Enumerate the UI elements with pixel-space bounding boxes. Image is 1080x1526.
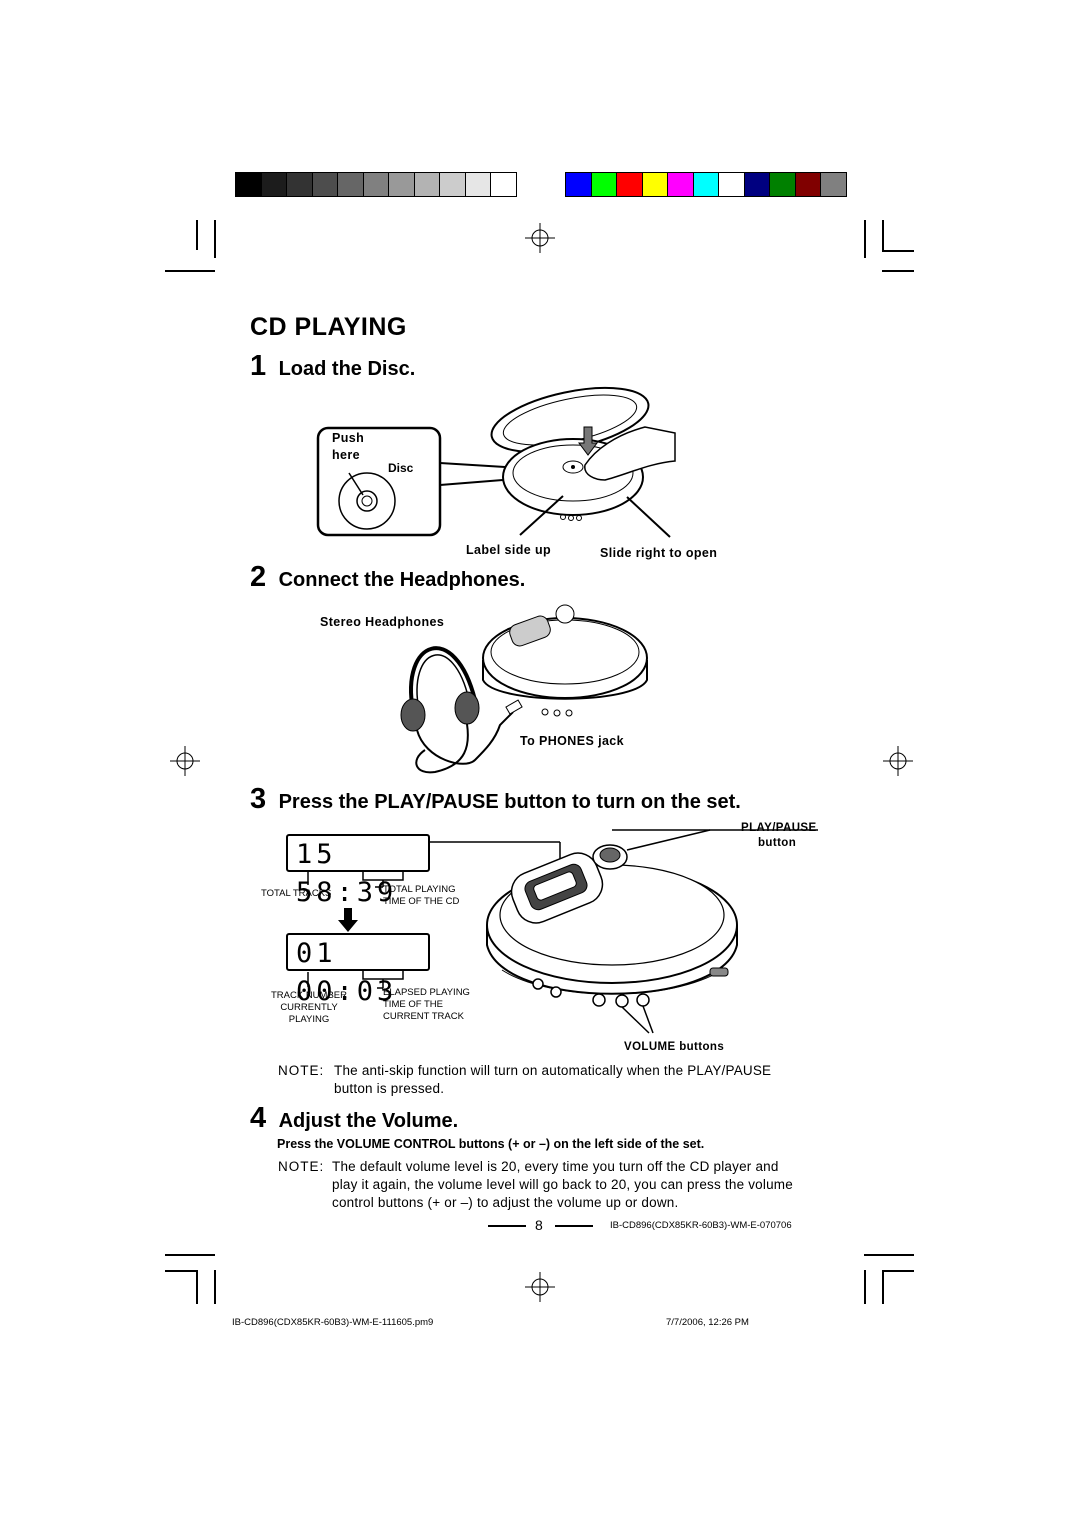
lcd-display-elapsed: 01 00:03 [286,933,430,1007]
color-swatch [718,172,745,197]
cd-player-illustration [486,829,818,1034]
step-3-heading: 3 Press the PLAY/PAUSE button to turn on… [250,783,741,816]
color-swatch [692,172,719,197]
display-callout-lines [307,841,561,989]
total-playing-label: TOTAL PLAYING TIME OF THE CD [383,884,460,907]
headphones-illustration [400,604,648,774]
crop-mark [165,1270,197,1272]
volume-buttons-label: VOLUME buttons [624,1041,725,1053]
color-swatch [769,172,796,197]
step-number: 3 [250,783,267,815]
crop-mark [864,220,866,258]
color-swatch [743,172,770,197]
disc-label: Disc [388,461,414,475]
note-line: The default volume level is 20, every ti… [332,1159,779,1174]
color-swatch [235,172,262,197]
registration-target-bottom [525,1272,555,1302]
note-line: The anti-skip function will turn on auto… [334,1063,772,1078]
crop-mark [882,250,914,252]
stereo-headphones-label: Stereo Headphones [320,615,445,629]
color-swatch [337,172,364,197]
lcd-display-total: 15 58:39 [286,834,430,908]
color-swatch [362,172,389,197]
step-number: 4 [250,1102,267,1134]
page-number: 8 [535,1217,543,1233]
color-swatch [464,172,491,197]
crop-mark [882,1270,884,1304]
registration-target-top [525,223,555,253]
crop-mark [864,1254,914,1256]
crop-mark [196,1270,198,1304]
step-2-heading: 2 Connect the Headphones. [250,561,525,594]
note-anti-skip: NOTE: The anti-skip function will turn o… [278,1062,838,1098]
step-1-heading: 1 Load the Disc. [250,350,415,383]
color-swatch [590,172,617,197]
load-disc-illustration [316,386,676,538]
color-swatch [388,172,415,197]
page-title: CD PLAYING [250,313,407,341]
step-number: 1 [250,350,267,382]
crop-mark [196,220,198,250]
footer-rule-left [488,1225,526,1227]
note-prefix: NOTE: [278,1159,325,1174]
color-swatch [794,172,821,197]
crop-mark [882,220,884,250]
doc-code: IB-CD896(CDX85KR-60B3)-WM-E-070706 [610,1220,792,1231]
crop-mark [214,220,216,258]
step-4-heading: 4 Adjust the Volume. [250,1102,458,1135]
play-pause-sub-label: button [758,837,797,849]
track-number-label: TRACK NUMBER CURRENTLY PLAYING [270,990,347,1025]
color-swatch [820,172,847,197]
crop-mark [214,1270,216,1304]
crop-mark [882,270,914,272]
play-pause-label: PLAY/PAUSE [741,822,817,834]
note-default-volume: NOTE: The default volume level is 20, ev… [278,1158,838,1212]
color-swatch [286,172,313,197]
volume-instruction: Press the VOLUME CONTROL buttons (+ or –… [277,1137,705,1151]
color-swatch [413,172,440,197]
step-number: 2 [250,561,267,593]
color-swatch [565,172,592,197]
note-line: button is pressed. [334,1081,445,1096]
label-side-up-label: Label side up [466,543,552,557]
step-label: Press the PLAY/PAUSE button to turn on t… [278,791,741,813]
phones-jack-label: To PHONES jack [520,734,625,748]
total-tracks-label: TOTAL TRACKS [261,888,332,899]
color-swatch [667,172,694,197]
push-here-label: Push here [332,431,365,462]
color-swatch [490,172,517,197]
crop-mark [165,270,215,272]
file-name: IB-CD896(CDX85KR-60B3)-WM-E-111605.pm9 [232,1317,434,1328]
slide-right-label: Slide right to open [600,546,718,560]
crop-mark [165,1254,215,1256]
color-swatch [616,172,643,197]
color-swatch [641,172,668,197]
footer-rule-right [555,1225,593,1227]
registration-target-right [883,746,913,776]
step-label: Adjust the Volume. [278,1110,459,1132]
color-swatch [260,172,287,197]
elapsed-playing-label: ELAPSED PLAYING TIME OF THE CURRENT TRAC… [383,987,470,1022]
crop-mark [882,1270,914,1272]
step-label: Connect the Headphones. [278,569,526,591]
color-swatch [439,172,466,197]
note-line: control buttons (+ or –) to adjust the v… [332,1195,679,1210]
color-swatch [311,172,338,197]
note-line: play it again, the volume level will go … [332,1177,793,1192]
timestamp: 7/7/2006, 12:26 PM [666,1317,749,1328]
registration-target-left [170,746,200,776]
note-prefix: NOTE: [278,1063,325,1078]
crop-mark [864,1270,866,1304]
step-label: Load the Disc. [278,358,416,380]
